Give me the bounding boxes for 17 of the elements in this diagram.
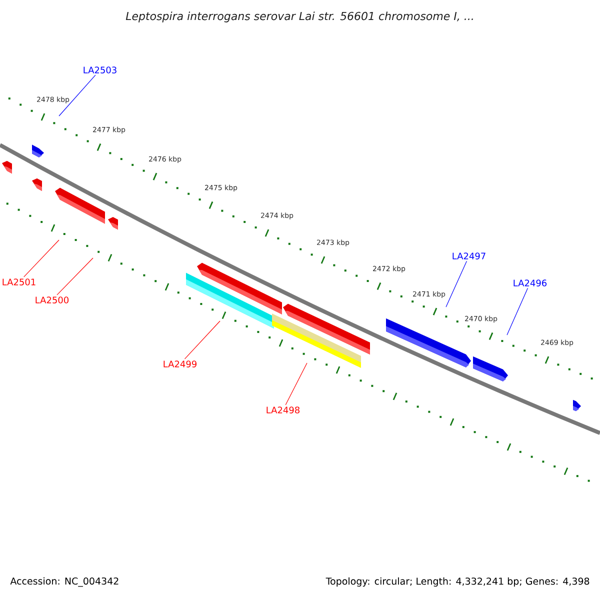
leader-line xyxy=(56,258,94,296)
leader-line xyxy=(506,288,528,336)
gene-label: LA2500 xyxy=(36,296,69,304)
gene-label: LA2497 xyxy=(452,252,486,260)
leader-line xyxy=(285,362,308,406)
gene-label: LA2503 xyxy=(84,66,116,74)
footer-text: Topology: circular; Length: 4,332,241 bp; Genes: 4,398 xyxy=(326,577,590,587)
leader-line xyxy=(58,74,96,116)
gene-label: LA2498 xyxy=(266,406,300,414)
leader-line xyxy=(184,320,220,360)
gene-label: LA2496 xyxy=(514,280,547,286)
leader-line xyxy=(446,260,467,308)
gene-label: LA2499 xyxy=(164,360,196,368)
gene-label: LA2501 xyxy=(2,278,36,286)
leader-line xyxy=(24,240,60,278)
title: Leptospira interrogans serovar Lai str. 56601 chromosome I, ... xyxy=(126,12,473,22)
footer-text: Accession: NC_004342 xyxy=(10,577,118,587)
